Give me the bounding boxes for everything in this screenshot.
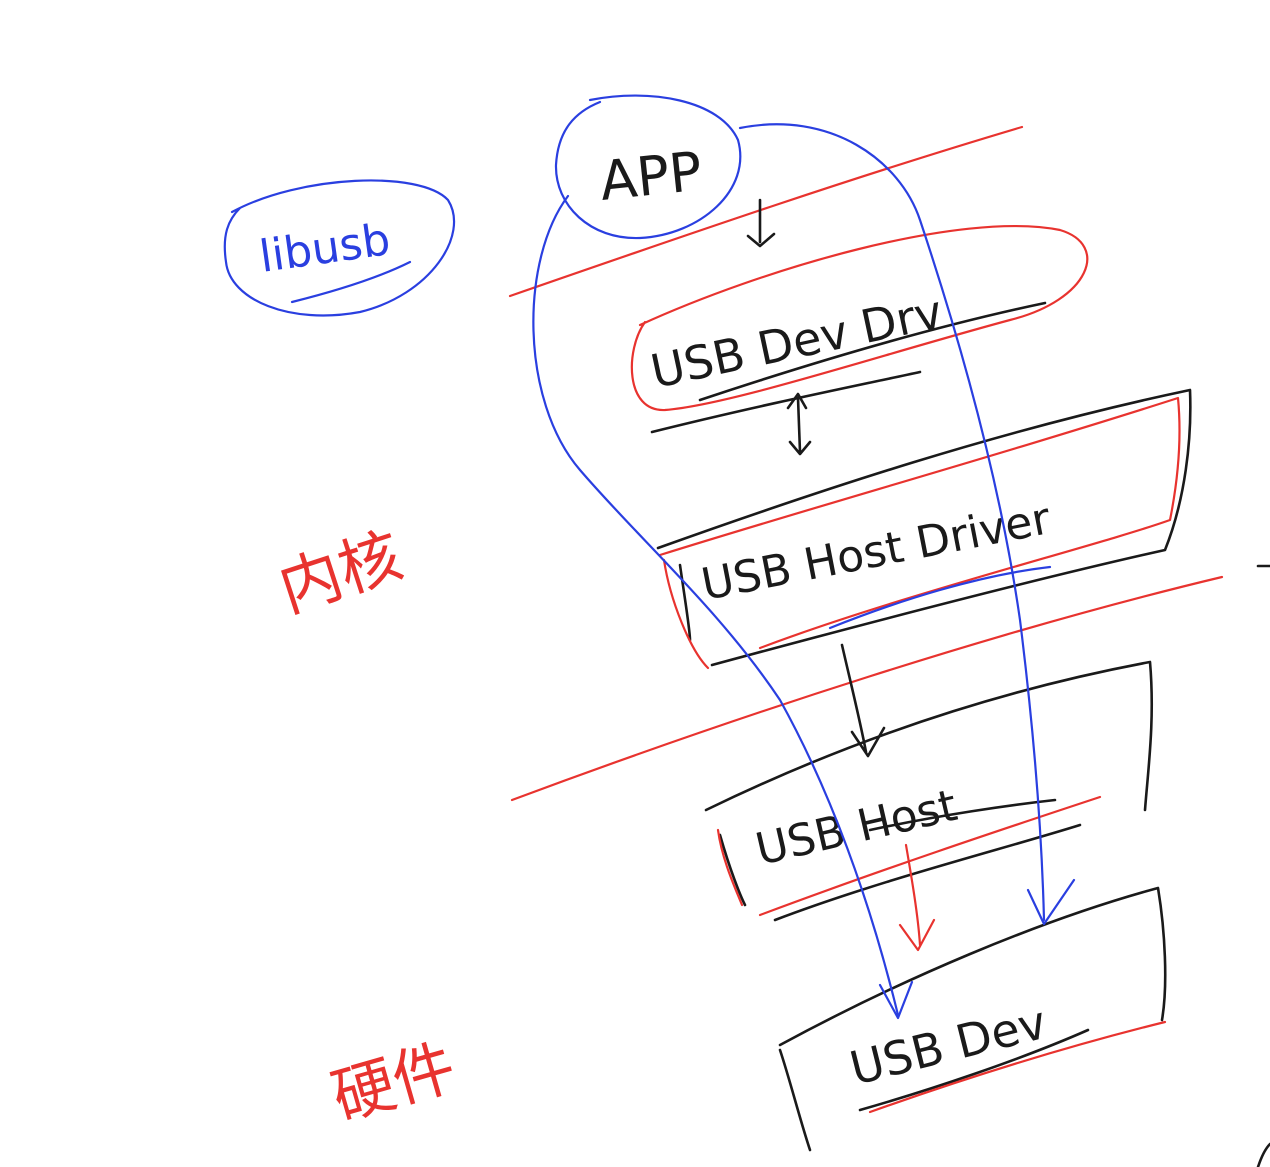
path-app-left-arrowhead (878, 980, 914, 1020)
usb-dev-drv-ellipse (630, 224, 1089, 412)
usb-host-driver-box (656, 388, 1192, 667)
path-app-via-libusb (532, 194, 900, 1017)
usb-host-driver-node: USB Host Driver (656, 388, 1192, 670)
arrow-app-to-devdrv (746, 198, 776, 248)
arrow-devdrv-hostdrv (786, 392, 812, 456)
hardware-layer-label: 硬件 (324, 1030, 463, 1134)
flow-arrows (746, 198, 936, 952)
app-node: APP (554, 94, 742, 240)
usb-dev-redline (868, 1020, 1167, 1114)
layer-labels: 内核 硬件 (270, 519, 463, 1135)
layer-boundaries (508, 125, 1270, 802)
usb-dev-drv-node: USB Dev Drv (630, 224, 1089, 434)
usb-host-driver-blue-underline (828, 565, 1052, 630)
usb-dev-node: USB Dev (778, 886, 1270, 1167)
usb-dev-box (778, 886, 1167, 1152)
usb-host-label: USB Host (751, 780, 962, 876)
app-label: APP (597, 140, 705, 213)
libusb-node: libusb (223, 179, 456, 317)
boundary-kernel-hardware (510, 575, 1224, 802)
arrow-host-dev (898, 843, 936, 952)
libusb-label: libusb (256, 214, 393, 283)
libusb-ellipse (223, 179, 456, 317)
boundary-user-kernel (508, 125, 1024, 298)
path-app-right-arrowhead (1026, 878, 1076, 926)
path-app-via-driver (738, 123, 1046, 922)
usb-dev-drv-underline (698, 301, 1047, 402)
app-paths (532, 123, 1076, 1020)
usb-host-node: USB Host (704, 660, 1154, 922)
usb-dev-label: USB Dev (845, 995, 1052, 1096)
app-circle (554, 94, 742, 240)
usb-host-driver-redbox (658, 396, 1181, 670)
usb-host-box (704, 660, 1154, 922)
usb-dev-drv-baseline (650, 370, 922, 434)
arrow-hostdrv-host (840, 643, 886, 758)
corner-mark (1256, 1142, 1270, 1167)
libusb-underline (290, 260, 412, 304)
kernel-layer-label: 内核 (270, 519, 411, 627)
usb-host-redmarks (716, 795, 1102, 917)
